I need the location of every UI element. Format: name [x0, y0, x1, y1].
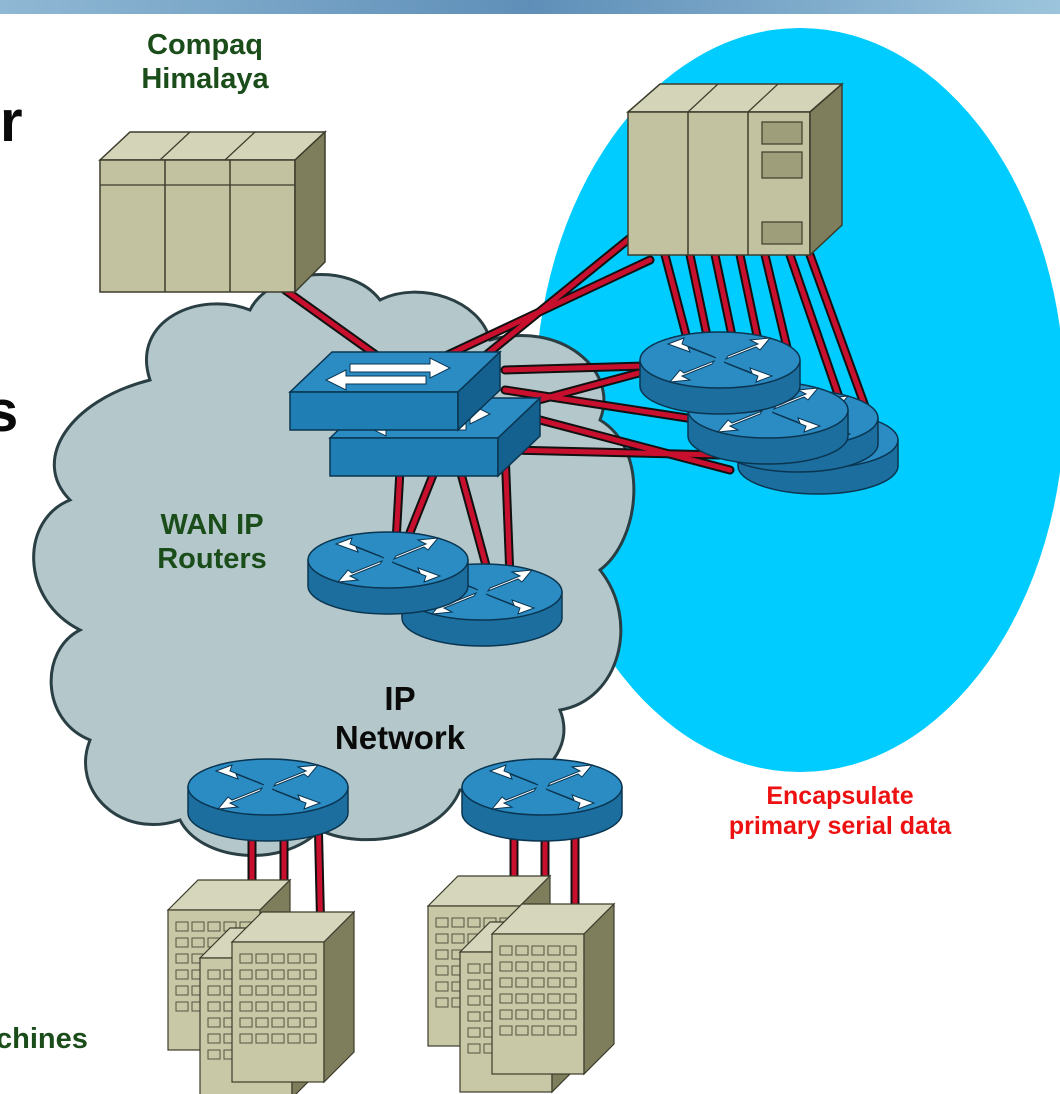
- mainframe-server: [626, 82, 844, 257]
- machines-label: chines: [0, 1023, 88, 1055]
- top-banner: [0, 0, 1060, 14]
- branch-router-right: [461, 758, 623, 842]
- encap-label-line2: primary serial data: [728, 811, 952, 840]
- compaq-himalaya-label: Compaq Himalaya: [100, 28, 310, 96]
- encap-label-line1: Encapsulate: [766, 782, 914, 810]
- compaq-label-line1: Compaq: [147, 29, 263, 61]
- compaq-himalaya-server: [98, 130, 327, 294]
- ip-label-line2: Network: [334, 718, 466, 756]
- branch-router-left: [187, 758, 349, 842]
- wan-switch-1: [289, 351, 501, 431]
- encapsulate-label: Encapsulate primary serial data: [660, 782, 1020, 841]
- ip-network-label: IP Network: [300, 680, 500, 758]
- building-right-3: [491, 903, 615, 1075]
- building-left-3: [231, 911, 355, 1083]
- wan-label-line2: Routers: [157, 543, 267, 576]
- ip-label-line1: IP: [384, 680, 416, 717]
- serial-router-1: [639, 331, 801, 415]
- compaq-label-line2: Himalaya: [141, 63, 269, 96]
- wan-ip-router-1: [307, 531, 469, 615]
- partial-title-glyph-1: r: [0, 89, 23, 154]
- partial-title-glyph-2: s: [0, 379, 19, 444]
- wan-label-line1: WAN IP: [160, 509, 264, 541]
- wan-ip-routers-label: WAN IP Routers: [112, 508, 312, 576]
